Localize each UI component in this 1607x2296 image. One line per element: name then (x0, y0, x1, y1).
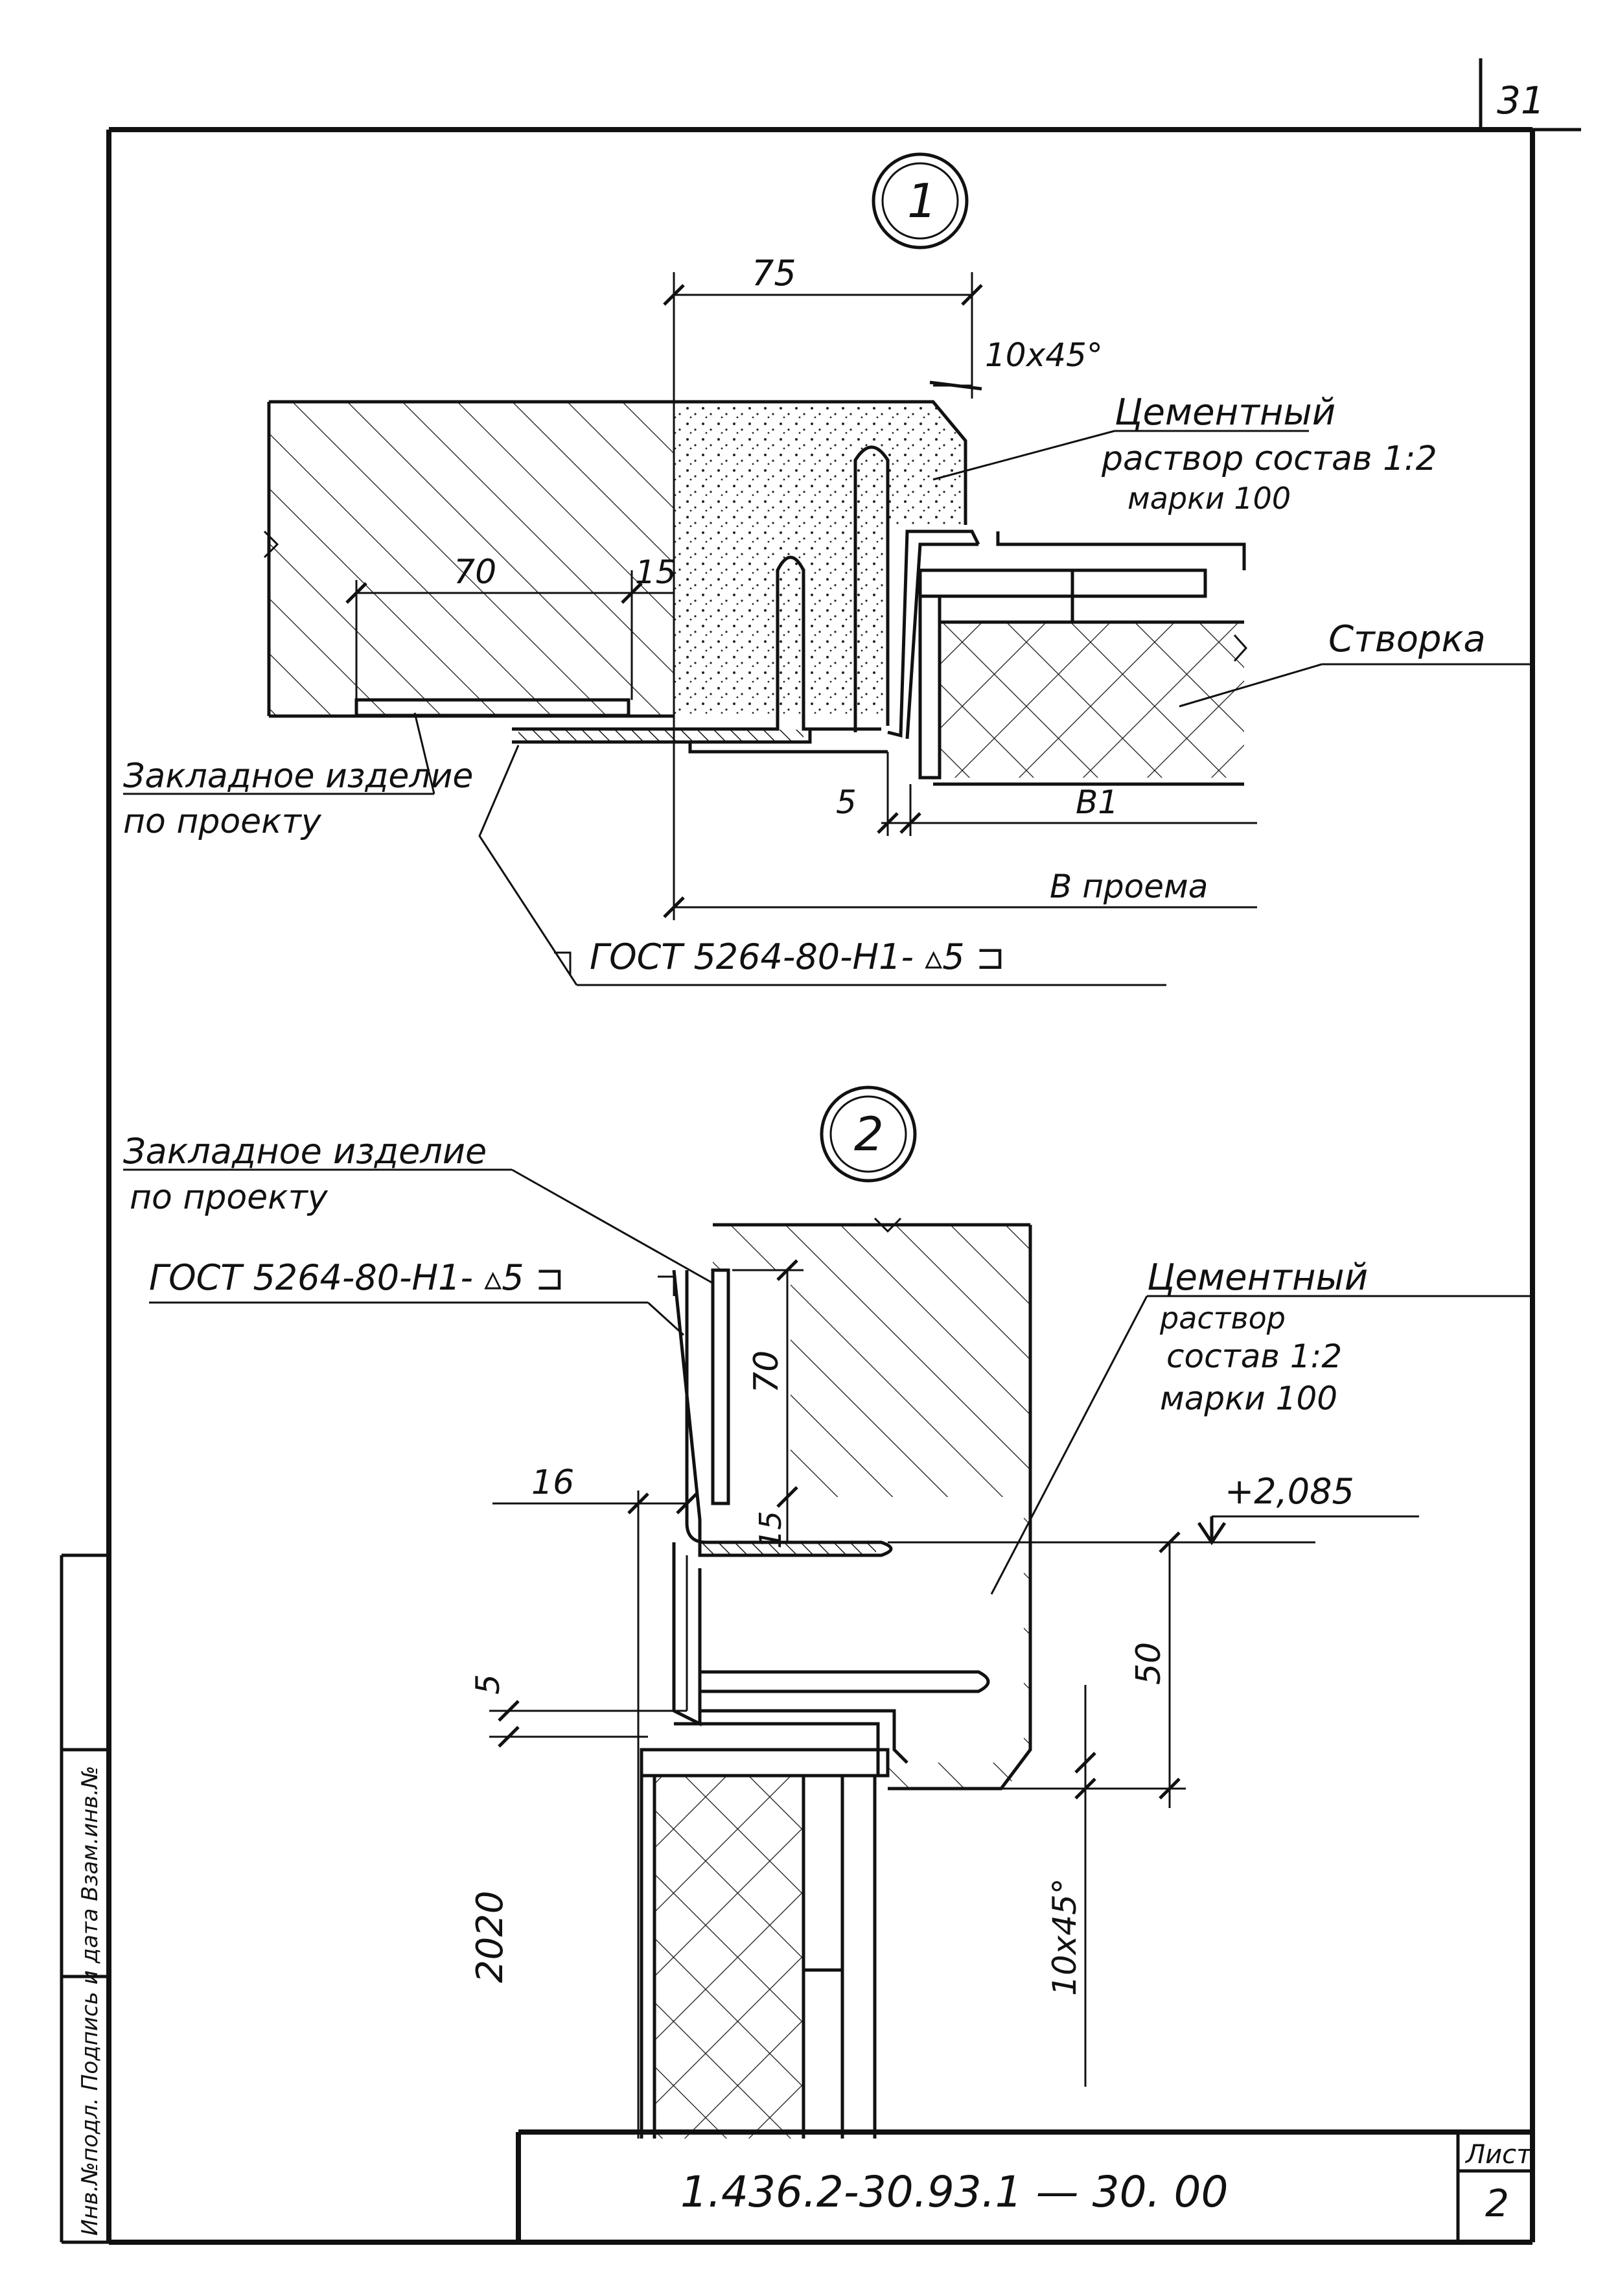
detail-1-marker: 1 (907, 174, 937, 228)
detail-1: 1 75 (123, 152, 1532, 986)
detail-2-dim-50: 50 (1129, 1642, 1168, 1685)
detail-2-mortar-line1: Цементный (1147, 1257, 1368, 1299)
sheet-number: 2 (1485, 2181, 1509, 2225)
embedded-plate (354, 698, 630, 717)
detail-1-weld-spec: ГОСТ 5264-80-Н1- ▵5 ⊐ (590, 936, 1005, 977)
detail-2-elevation: +2,085 (1225, 1471, 1354, 1512)
detail-1-dim-b1: B1 (1076, 783, 1118, 821)
detail-2-embed-line1: Закладное изделие (123, 1131, 487, 1172)
detail-1-sash-label: Створка (1328, 618, 1486, 660)
detail-1-mortar-line3: марки 100 (1127, 481, 1291, 516)
detail-1-dim-70: 70 (454, 553, 496, 592)
detail-2-embedded-plate (711, 1268, 730, 1505)
sheet-label: Лист (1464, 2140, 1532, 2170)
detail-2-mortar-line3: состав 1:2 (1166, 1338, 1342, 1375)
detail-2-dim-15: 15 (753, 1511, 788, 1549)
detail-1-embed-line2: по проекту (123, 802, 322, 841)
sash-fill (940, 622, 1244, 778)
detail-2-dim-70: 70 (747, 1351, 786, 1393)
detail-1-dim-chamfer: 10x45° (985, 336, 1103, 374)
detail-1-mortar-line2: раствор состав 1:2 (1101, 439, 1437, 478)
detail-2-dim-chamfer: 10x45° (1046, 1878, 1083, 1996)
detail-2-mortar-line4: марки 100 (1160, 1380, 1337, 1417)
detail-1-embed-line1: Закладное изделие (123, 757, 473, 796)
detail-2-mortar-line2: раствор (1159, 1301, 1286, 1336)
detail-2-marker-inner (829, 1095, 907, 1173)
detail-1-dim-width: 75 (752, 253, 796, 294)
detail-2: 2 70 (123, 1085, 1532, 2139)
page-number: 31 (1497, 78, 1545, 122)
mortar-fill (674, 402, 965, 716)
detail-1-marker-inner (881, 162, 959, 240)
detail-1-mortar-line1: Цементный (1115, 391, 1335, 434)
side-stamp: Инв.№подл. Подпись и дата Взам.инв.№ (77, 1766, 103, 2236)
detail-2-embed-line2: по проекту (130, 1178, 329, 1217)
detail-2-marker-outer (820, 1085, 917, 1183)
sheet-code: 1.436.2-30.93.1 — 30. 00 (680, 2167, 1229, 2217)
detail-1-dim-opening: B проема (1050, 868, 1208, 905)
detail-2-dim-2020: 2020 (469, 1890, 511, 1983)
detail-2-sash-fill (654, 1776, 804, 2139)
detail-1-marker-outer (872, 152, 969, 249)
detail-1-dim-15: 15 (635, 553, 676, 591)
detail-2-marker: 2 (854, 1107, 884, 1161)
detail-2-weld-spec: ГОСТ 5264-80-Н1- ▵5 ⊐ (149, 1257, 564, 1298)
detail-1-dim-5: 5 (836, 783, 857, 821)
detail-2-dim-5: 5 (469, 1674, 507, 1695)
detail-2-dim-16: 16 (531, 1463, 574, 1502)
